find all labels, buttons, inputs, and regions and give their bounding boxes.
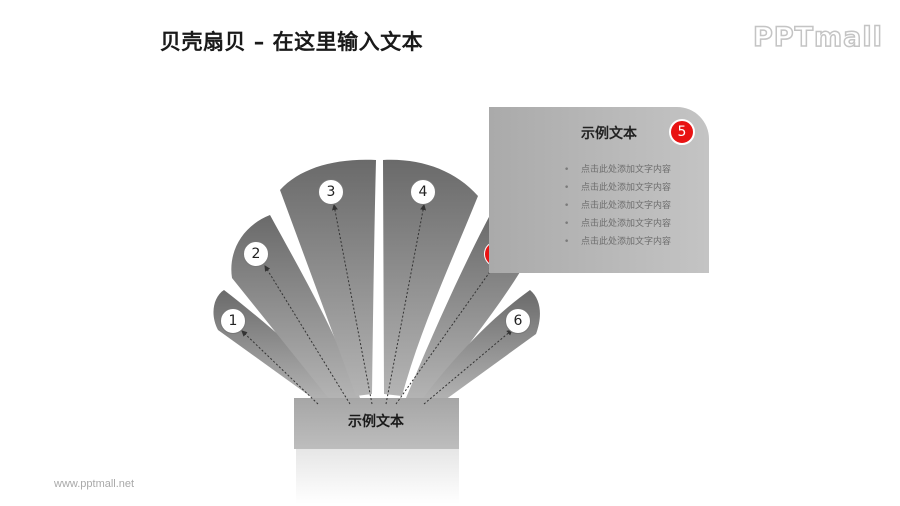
badge-2: 2 xyxy=(243,241,269,267)
petal-4 xyxy=(383,159,478,396)
page-title: 贝壳扇贝 – 在这里输入文本 xyxy=(160,30,424,54)
badge-3: 3 xyxy=(318,179,344,205)
list-item: 点击此处添加文字内容 xyxy=(561,179,671,197)
arrow-1 xyxy=(241,330,319,405)
arrow-6 xyxy=(423,329,513,405)
detail-panel: 示例文本 5 点击此处添加文字内容 点击此处添加文字内容 点击此处添加文字内容 … xyxy=(489,107,709,273)
list-item: 点击此处添加文字内容 xyxy=(561,215,671,233)
base-label: 示例文本 xyxy=(348,414,404,430)
panel-badge: 5 xyxy=(669,119,695,145)
list-item: 点击此处添加文字内容 xyxy=(561,197,671,215)
badge-1: 1 xyxy=(220,308,246,334)
pptmall-logo: PPTmall xyxy=(752,21,883,54)
list-item: 点击此处添加文字内容 xyxy=(561,161,671,179)
panel-title: 示例文本 xyxy=(581,126,637,142)
arrow-2 xyxy=(264,265,351,405)
arrow-5 xyxy=(395,265,495,405)
badge-4: 4 xyxy=(410,179,436,205)
arrow-3 xyxy=(331,204,373,405)
petal-3 xyxy=(280,159,376,396)
arrow-4 xyxy=(385,204,427,405)
base-reflection xyxy=(296,449,459,504)
footer-url: www.pptmall.net xyxy=(54,478,135,490)
panel-list: 点击此处添加文字内容 点击此处添加文字内容 点击此处添加文字内容 点击此处添加文… xyxy=(561,161,671,251)
list-item: 点击此处添加文字内容 xyxy=(561,233,671,251)
badge-6: 6 xyxy=(505,308,531,334)
shell-base xyxy=(294,398,459,449)
